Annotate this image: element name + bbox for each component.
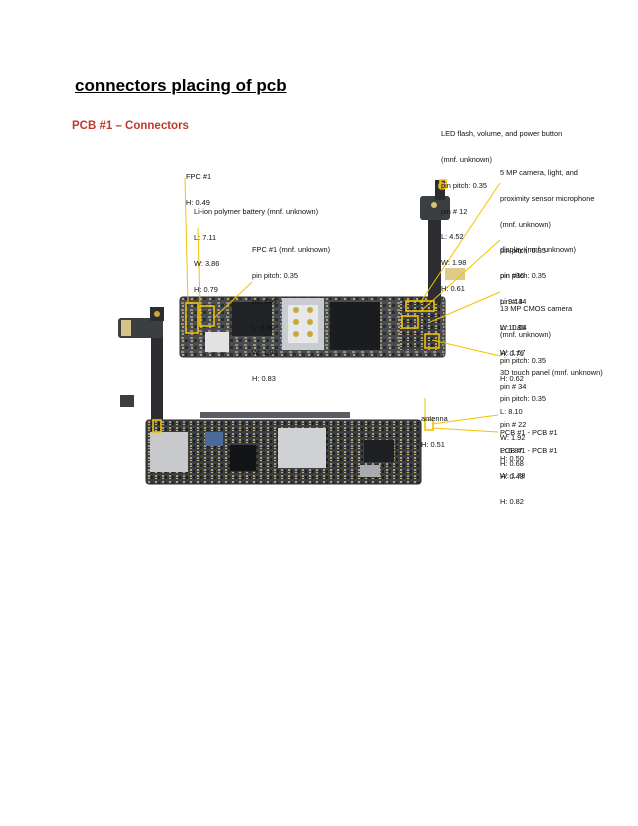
label-fpc-mid: FPC #1 (mnf. unknown) pin pitch: 0.35 pi… [252,229,330,401]
label-line: antenna [421,415,448,424]
label-line: H: 0.48 [500,473,558,482]
label-line: 3D touch panel (mnf. unknown) [500,369,603,378]
label-line: pin pitch: 0.35 [252,272,330,281]
label-pcb-pcb-2: PCB #1 - PCB #1 H: 0.48 [500,430,558,499]
label-line: proximity sensor microphone [500,195,594,204]
label-line: (mnf. unknown) [500,331,572,340]
left-flex-arm [118,307,164,433]
label-line: H: 0.83 [252,375,330,384]
label-line: display (mnf. unknown) [500,246,576,255]
label-line: pin #40 [252,298,330,307]
label-line: H: 0.51 [421,441,448,450]
label-line: L: 9.96 [252,324,330,333]
label-line: 13 MP CMOS camera [500,305,572,314]
label-line: FPC #1 (mnf. unknown) [252,246,330,255]
label-line: H: 0.82 [500,498,603,507]
label-line: W: 1.90 [252,349,330,358]
figure-title: PCB #1 – Connectors [72,120,189,132]
label-line: pin pitch: 0.35 [500,395,603,404]
label-line: 5 MP camera, light, and [500,169,594,178]
label-antenna: antenna H: 0.51 [421,398,448,467]
label-line: Li-ion polymer battery (mnf. unknown) [194,208,318,217]
label-line: PCB #1 - PCB #1 [500,447,558,456]
label-line: LED flash, volume, and power button [441,130,562,139]
lower-board [146,412,421,484]
label-line: FPC #1 [186,173,211,182]
label-line: pin pitch: 0.35 [500,272,576,281]
